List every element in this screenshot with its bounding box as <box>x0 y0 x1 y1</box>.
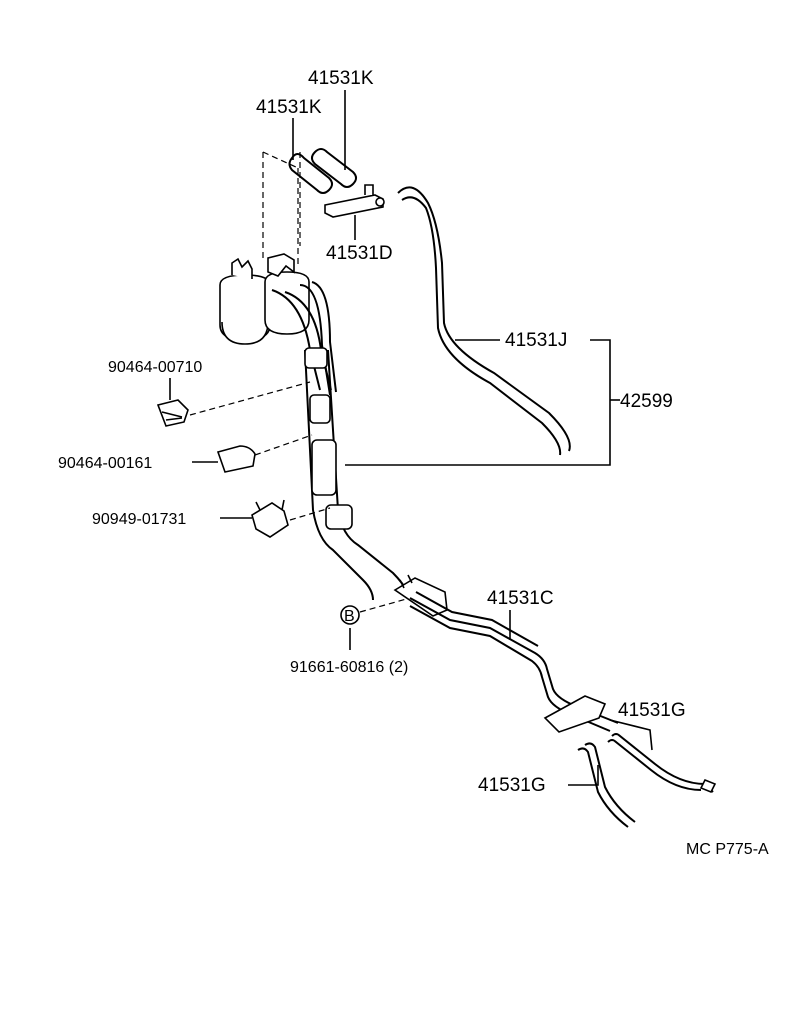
label-41531k-top: 41531K <box>308 68 374 89</box>
label-91661-60816: 91661-60816 (2) <box>290 659 408 676</box>
label-41531j: 41531J <box>505 330 567 351</box>
label-90949-01731: 90949-01731 <box>92 511 186 528</box>
dashed-leaders-clips <box>189 381 411 613</box>
label-41531c: 41531C <box>487 588 554 609</box>
bolt-symbol: B <box>340 605 360 625</box>
hose-41531k <box>288 148 357 194</box>
label-90464-00161: 90464-00161 <box>58 455 152 472</box>
label-42599: 42599 <box>620 391 673 412</box>
vacuum-valve-units <box>219 253 337 396</box>
label-41531d: 41531D <box>326 243 393 264</box>
main-hose-bundle <box>304 347 409 601</box>
hose-41531g <box>577 733 717 828</box>
diagram-code: MC P775-A <box>686 841 769 858</box>
bolt-symbol-letter: B <box>344 608 355 625</box>
label-41531k-second: 41531K <box>256 97 322 118</box>
label-90464-00710: 90464-00710 <box>108 359 202 376</box>
label-41531g-right: 41531G <box>618 700 686 721</box>
clamp-90949-01731 <box>251 499 289 538</box>
leader-lines <box>169 90 653 786</box>
label-41531g-left: 41531G <box>478 775 546 796</box>
clip-90464-00710 <box>156 399 189 427</box>
tube-41531c <box>393 574 619 733</box>
union-41531d <box>324 184 385 218</box>
hose-41531j <box>397 186 571 456</box>
clip-90464-00161 <box>216 445 256 473</box>
dashed-leaders-top <box>262 151 301 268</box>
